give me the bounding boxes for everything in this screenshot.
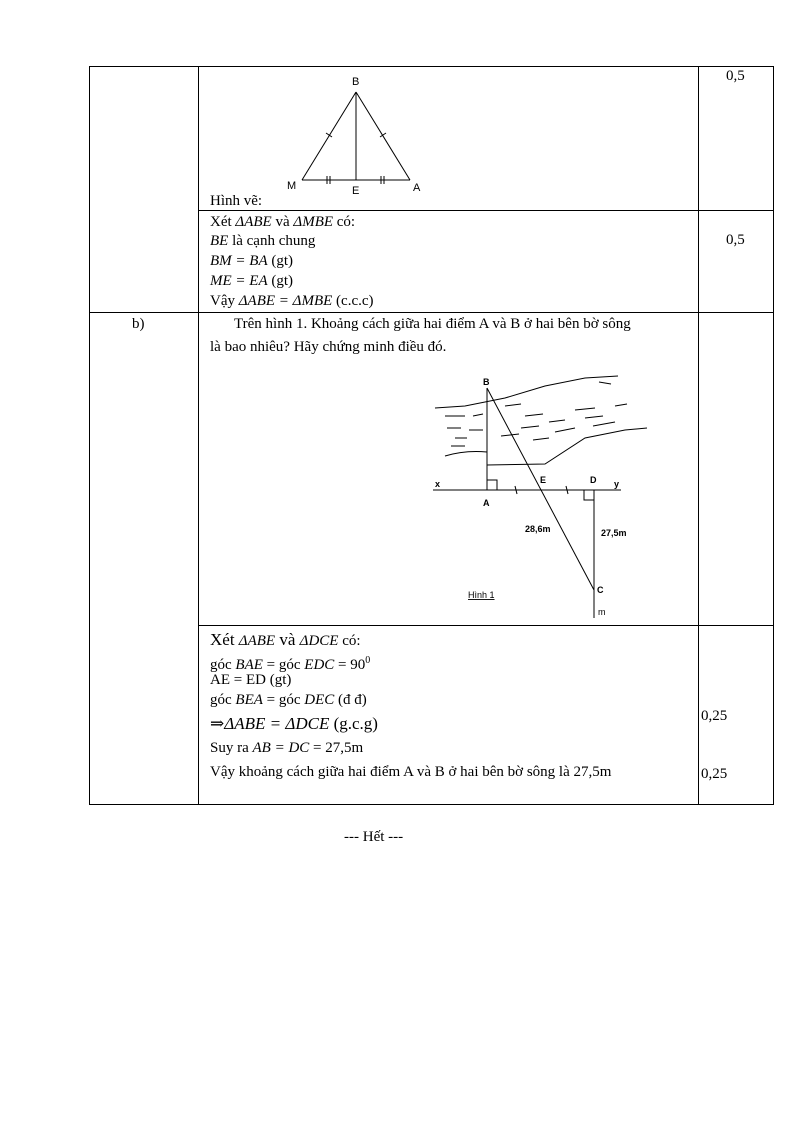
label-river-d: D [590, 475, 597, 485]
table-border-top [89, 66, 774, 67]
proof-a-line4: ME = EA (gt) [210, 273, 294, 289]
proof-b-line2: góc BAE = góc EDC = 900 [210, 655, 371, 673]
proof-a-line1: Xét ΔABE và ΔMBE có: [210, 214, 356, 230]
table-border-bottom [89, 804, 774, 805]
proof-b-line7: Vậy khoảng cách giữa hai điểm A và B ở h… [210, 764, 612, 780]
figure-caption: Hình vẽ: [210, 193, 263, 209]
figure-1-caption: Hình 1 [468, 590, 495, 600]
river-bank-top [434, 375, 619, 409]
length-dc-label: 27,5m [601, 528, 627, 538]
row-divider-3 [198, 625, 774, 626]
segment-bm [301, 91, 357, 181]
label-river-m: m [598, 607, 606, 617]
right-angle-a [487, 479, 498, 490]
row-divider-2 [89, 312, 774, 313]
length-ec-label: 28,6m [525, 524, 551, 534]
score-row1: 0,5 [726, 68, 745, 84]
tick-bm [325, 132, 333, 138]
triangle-figure: B M E A [287, 76, 421, 197]
question-line1: Trên hình 1. Khoảng cách giữa hai điểm A… [234, 316, 631, 332]
segment-ba [355, 91, 411, 181]
label-a: A [413, 182, 421, 194]
proof-b-line4: góc BEA = góc DEC (đ đ) [210, 692, 367, 708]
tick-ba [379, 132, 387, 138]
score-row4-1: 0,25 [701, 708, 728, 724]
column-divider-1 [198, 66, 199, 805]
label-b: B [352, 76, 359, 88]
water-strokes [445, 381, 628, 447]
label-river-y: y [614, 479, 619, 489]
end-marker: --- Hết --- [344, 829, 404, 845]
river-figure: B A E D C x y m 28,6m 27,5m Hình 1 [433, 375, 648, 618]
proof-a-line5: Vậy ΔABE = ΔMBE (c.c.c) [210, 293, 374, 309]
label-river-c: C [597, 585, 604, 595]
score-row2: 0,5 [726, 232, 745, 248]
label-river-a: A [483, 498, 490, 508]
label-e: E [352, 185, 359, 197]
table-border-right [773, 66, 774, 805]
label-m: M [287, 180, 296, 192]
question-line2: là bao nhiêu? Hãy chứng minh điều đó. [210, 339, 447, 355]
label-river-b: B [483, 377, 490, 387]
label-river-e: E [540, 475, 546, 485]
proof-b-line5: ⇒ΔABE = ΔDCE (g.c.g) [210, 714, 378, 733]
table-border-left [89, 66, 90, 805]
tick-ae [514, 485, 518, 495]
right-angle-d [583, 490, 594, 501]
proof-b-line6: Suy ra AB = DC = 27,5m [210, 740, 364, 756]
score-row4-2: 0,25 [701, 766, 728, 782]
river-bank-bottom [444, 427, 648, 466]
label-river-x: x [435, 479, 440, 489]
proof-b-line1: Xét ΔABE và ΔDCE có: [210, 630, 361, 649]
row-divider-1 [198, 210, 774, 211]
proof-a-line3: BM = BA (gt) [210, 253, 294, 269]
part-label-b: b) [132, 316, 145, 332]
column-divider-2 [698, 66, 699, 805]
tick-ed [565, 485, 569, 495]
proof-a-line2: BE là cạnh chung [210, 233, 316, 249]
segment-bc [486, 387, 595, 591]
proof-b-line3: AE = ED (gt) [210, 672, 292, 688]
